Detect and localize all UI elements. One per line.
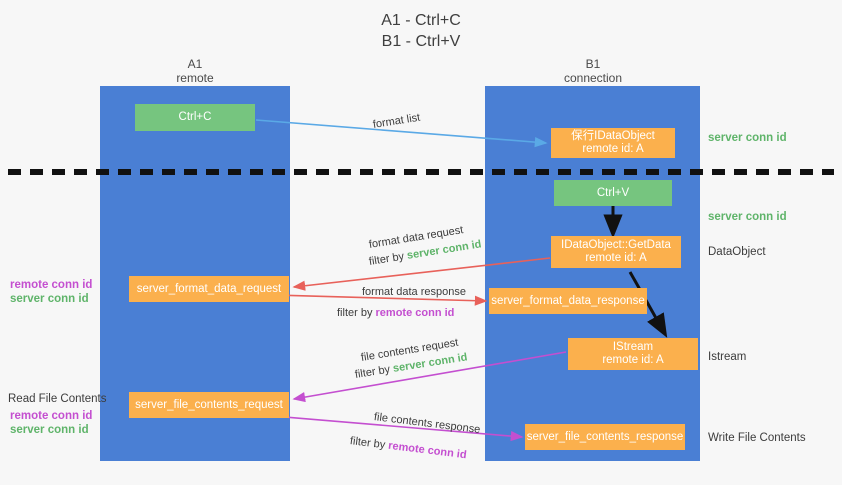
node-istream-line1: IStream	[612, 341, 654, 353]
left-label-remote-conn-id-bottom: remote conn id	[10, 410, 93, 422]
node-istream-line2: remote id: A	[602, 354, 664, 366]
title-line-1: A1 - Ctrl+C	[381, 12, 461, 29]
caption-file-contents-response: file contents response	[373, 411, 481, 436]
node-server-file-contents-response[interactable]: server_file_contents_response	[525, 424, 685, 450]
lane-a1-name: A1	[187, 57, 203, 71]
node-server-file-contents-request-label: server_file_contents_request	[135, 398, 283, 411]
left-label-server-conn-id-mid: server conn id	[10, 293, 89, 305]
caption-format-data-response-filter-prefix: filter by	[337, 307, 373, 319]
right-label-server-conn-id-1: server conn id	[708, 132, 787, 144]
node-ctrl-v-line1: Ctrl+V	[596, 186, 630, 199]
left-label-read-file-contents: Read File Contents	[8, 393, 107, 405]
node-ctrl-c-line1: Ctrl+C	[178, 111, 212, 123]
node-dataobject-top-line2: remote id: A	[582, 143, 644, 155]
right-label-istream: Istream	[708, 351, 747, 363]
node-server-format-data-request-label: server_format_data_request	[136, 282, 282, 295]
node-getdata-line2: remote id: A	[585, 252, 647, 264]
caption-file-contents-response-filter-value: remote conn id	[387, 439, 468, 462]
caption-format-data-response-filter-value: remote conn id	[375, 307, 455, 319]
node-server-file-contents-response-label: server_file_contents_response	[526, 430, 684, 443]
node-istream[interactable]: IStream remote id: A	[568, 338, 698, 370]
lane-b1-sub: connection	[563, 71, 623, 85]
caption-file-contents-response-filter-prefix: filter by	[349, 435, 386, 452]
node-server-format-data-response-label: server_format_data_response	[491, 294, 645, 307]
right-label-write-file-contents: Write File Contents	[708, 432, 806, 444]
lane-a1-sub: remote	[176, 71, 214, 85]
lane-header-b1: B1 connection	[533, 57, 653, 85]
caption-format-data-response-filter: filter by remote conn id	[337, 306, 454, 320]
caption-format-data-request-filter-prefix: filter by	[368, 250, 405, 268]
left-label-remote-conn-id-mid: remote conn id	[10, 279, 93, 291]
node-server-format-data-response[interactable]: server_format_data_response	[489, 288, 647, 314]
caption-format-data-response: format data response	[362, 286, 466, 298]
node-dataobject-top-line1: 保行IDataObject	[571, 130, 655, 142]
node-ctrl-v[interactable]: Ctrl+V	[554, 180, 672, 206]
page-title: A1 - Ctrl+C B1 - Ctrl+V	[0, 10, 842, 52]
node-ctrl-c[interactable]: Ctrl+C	[135, 104, 255, 131]
node-server-file-contents-request[interactable]: server_file_contents_request	[129, 392, 289, 418]
caption-file-contents-request-filter-prefix: filter by	[354, 363, 391, 381]
lane-b1-name: B1	[585, 57, 601, 71]
title-line-2: B1 - Ctrl+V	[381, 33, 461, 50]
caption-format-list: format list	[372, 111, 422, 131]
right-label-dataobject: DataObject	[708, 246, 766, 258]
node-server-format-data-request[interactable]: server_format_data_request	[129, 276, 289, 302]
lane-header-a1: A1 remote	[135, 57, 255, 85]
right-label-server-conn-id-2: server conn id	[708, 211, 787, 223]
left-label-server-conn-id-bottom: server conn id	[10, 424, 89, 436]
node-dataobject-top[interactable]: 保行IDataObject remote id: A	[551, 128, 675, 158]
node-getdata-line1: IDataObject::GetData	[561, 239, 671, 251]
node-idataobject-getdata[interactable]: IDataObject::GetData remote id: A	[551, 236, 681, 268]
caption-file-contents-response-filter: filter by remote conn id	[349, 434, 467, 462]
